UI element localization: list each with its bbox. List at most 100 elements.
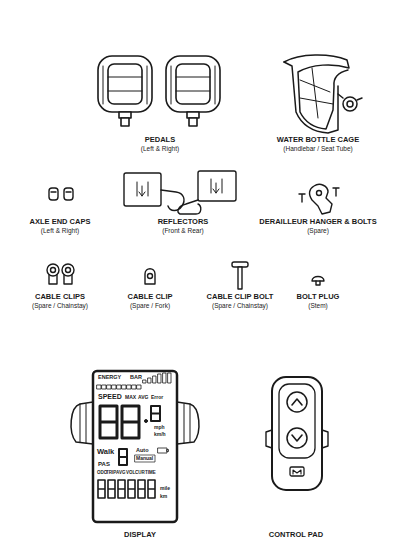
part-note: (Spare / Fork) bbox=[130, 303, 170, 310]
bolt-shaft bbox=[238, 267, 242, 289]
plug-stem bbox=[316, 281, 320, 285]
display-legend: TRIP bbox=[106, 471, 116, 476]
part-name: CABLE CLIP BOLT bbox=[207, 293, 274, 301]
cage-clamp bbox=[347, 101, 353, 107]
up-button bbox=[287, 392, 307, 412]
clip bbox=[148, 274, 153, 279]
up-arrow bbox=[292, 399, 302, 405]
display-legend: AVG bbox=[116, 471, 125, 476]
part-name: CABLE CLIPS bbox=[35, 293, 85, 301]
display-legend: CUR bbox=[135, 471, 145, 476]
cage-clamp bbox=[338, 94, 362, 100]
clip bbox=[66, 268, 71, 273]
part-note: (Spare / Chainstay) bbox=[212, 303, 268, 310]
speed-digit bbox=[151, 406, 160, 421]
water-bottle-cage bbox=[284, 55, 362, 133]
display-legend: PAS bbox=[98, 461, 110, 467]
display-legend: km bbox=[160, 494, 167, 499]
hanger-bolt bbox=[299, 188, 339, 202]
display-legend: Error bbox=[151, 395, 163, 400]
pedal-spindle bbox=[119, 112, 131, 118]
part-note: (Stem) bbox=[308, 303, 328, 310]
display-legend: ENERGY bbox=[98, 375, 121, 381]
reflector-mark bbox=[211, 179, 222, 193]
cage-wire bbox=[300, 68, 333, 118]
part-note: (Left & Right) bbox=[141, 146, 179, 153]
part-note: (Spare) bbox=[307, 228, 329, 235]
pedal-body bbox=[98, 56, 152, 112]
display-legend: ODO bbox=[97, 471, 107, 476]
pedal-right bbox=[166, 56, 220, 126]
display-legend: VOL bbox=[126, 471, 135, 476]
reflectors bbox=[124, 171, 236, 214]
derailleur-hanger bbox=[299, 184, 339, 214]
clip bbox=[62, 264, 74, 276]
pedal-ridges bbox=[171, 66, 215, 104]
pedal-left bbox=[98, 56, 152, 126]
reflector-rear bbox=[198, 171, 236, 201]
down-arrow bbox=[292, 435, 302, 441]
cable-clip-bolt bbox=[232, 262, 248, 289]
display-clamp bbox=[184, 404, 190, 443]
control-pad bbox=[266, 377, 328, 490]
cable-clips bbox=[47, 264, 74, 284]
display-legend: BAR bbox=[130, 375, 142, 381]
energy-segments bbox=[97, 385, 141, 389]
reflector-bracket bbox=[178, 200, 201, 214]
cage-frame bbox=[284, 62, 338, 133]
part-name: DISPLAY bbox=[124, 531, 156, 539]
clip bbox=[47, 264, 59, 276]
display-legend: Walk bbox=[97, 448, 114, 456]
part-name: CABLE CLIP bbox=[128, 293, 173, 301]
part-name: BOLT PLUG bbox=[297, 293, 340, 301]
end-cap bbox=[49, 188, 58, 200]
part-name: REFLECTORS bbox=[158, 218, 209, 226]
pedal-ridges bbox=[103, 66, 147, 104]
mode-logo bbox=[293, 470, 301, 474]
decimal-point bbox=[145, 420, 148, 423]
display-legend: AVG bbox=[138, 395, 148, 400]
clip bbox=[49, 275, 57, 284]
part-note: (Spare / Chainstay) bbox=[32, 303, 88, 310]
pedal-spindle bbox=[121, 118, 129, 126]
pedal-spindle bbox=[187, 112, 199, 118]
odometer-digits bbox=[98, 480, 155, 498]
clip bbox=[51, 268, 56, 273]
bolt-head bbox=[232, 262, 248, 267]
display bbox=[71, 371, 199, 522]
display-clamp bbox=[80, 404, 86, 443]
reflector-bracket bbox=[161, 190, 184, 211]
axle-end-caps bbox=[49, 188, 73, 200]
down-button bbox=[287, 428, 307, 448]
display-body bbox=[93, 371, 177, 522]
cage-clamp bbox=[343, 97, 357, 111]
manual-frame bbox=[135, 455, 155, 462]
part-name: AXLE END CAPS bbox=[30, 218, 91, 226]
display-legend: Manual bbox=[136, 456, 153, 461]
reflector-front bbox=[124, 173, 161, 206]
battery-icon bbox=[158, 448, 169, 453]
pedal-inner bbox=[176, 64, 210, 104]
mode-button bbox=[290, 467, 304, 476]
plug-cap bbox=[312, 277, 324, 282]
display-legend: SPEED bbox=[98, 393, 122, 400]
clip bbox=[64, 275, 72, 284]
end-cap bbox=[51, 191, 56, 192]
pas-digit bbox=[119, 449, 127, 465]
pedal-inner bbox=[108, 64, 142, 104]
hanger-hole bbox=[317, 191, 322, 196]
part-note: CONTROL PAD bbox=[269, 531, 323, 539]
display-legend: mile bbox=[160, 486, 170, 491]
display-legend: Auto bbox=[136, 448, 149, 454]
energy-bar bbox=[143, 373, 171, 383]
part-name: WATER BOTTLE CAGE bbox=[277, 136, 359, 144]
reflector-mark bbox=[137, 182, 148, 196]
display-legend: TIME bbox=[145, 471, 156, 476]
part-note: (Left & Right) bbox=[41, 228, 79, 235]
end-cap bbox=[64, 188, 73, 200]
part-note: (Handlebar / Seat Tube) bbox=[283, 146, 352, 153]
cable-clip bbox=[145, 269, 155, 284]
pedal-spindle bbox=[189, 118, 197, 126]
